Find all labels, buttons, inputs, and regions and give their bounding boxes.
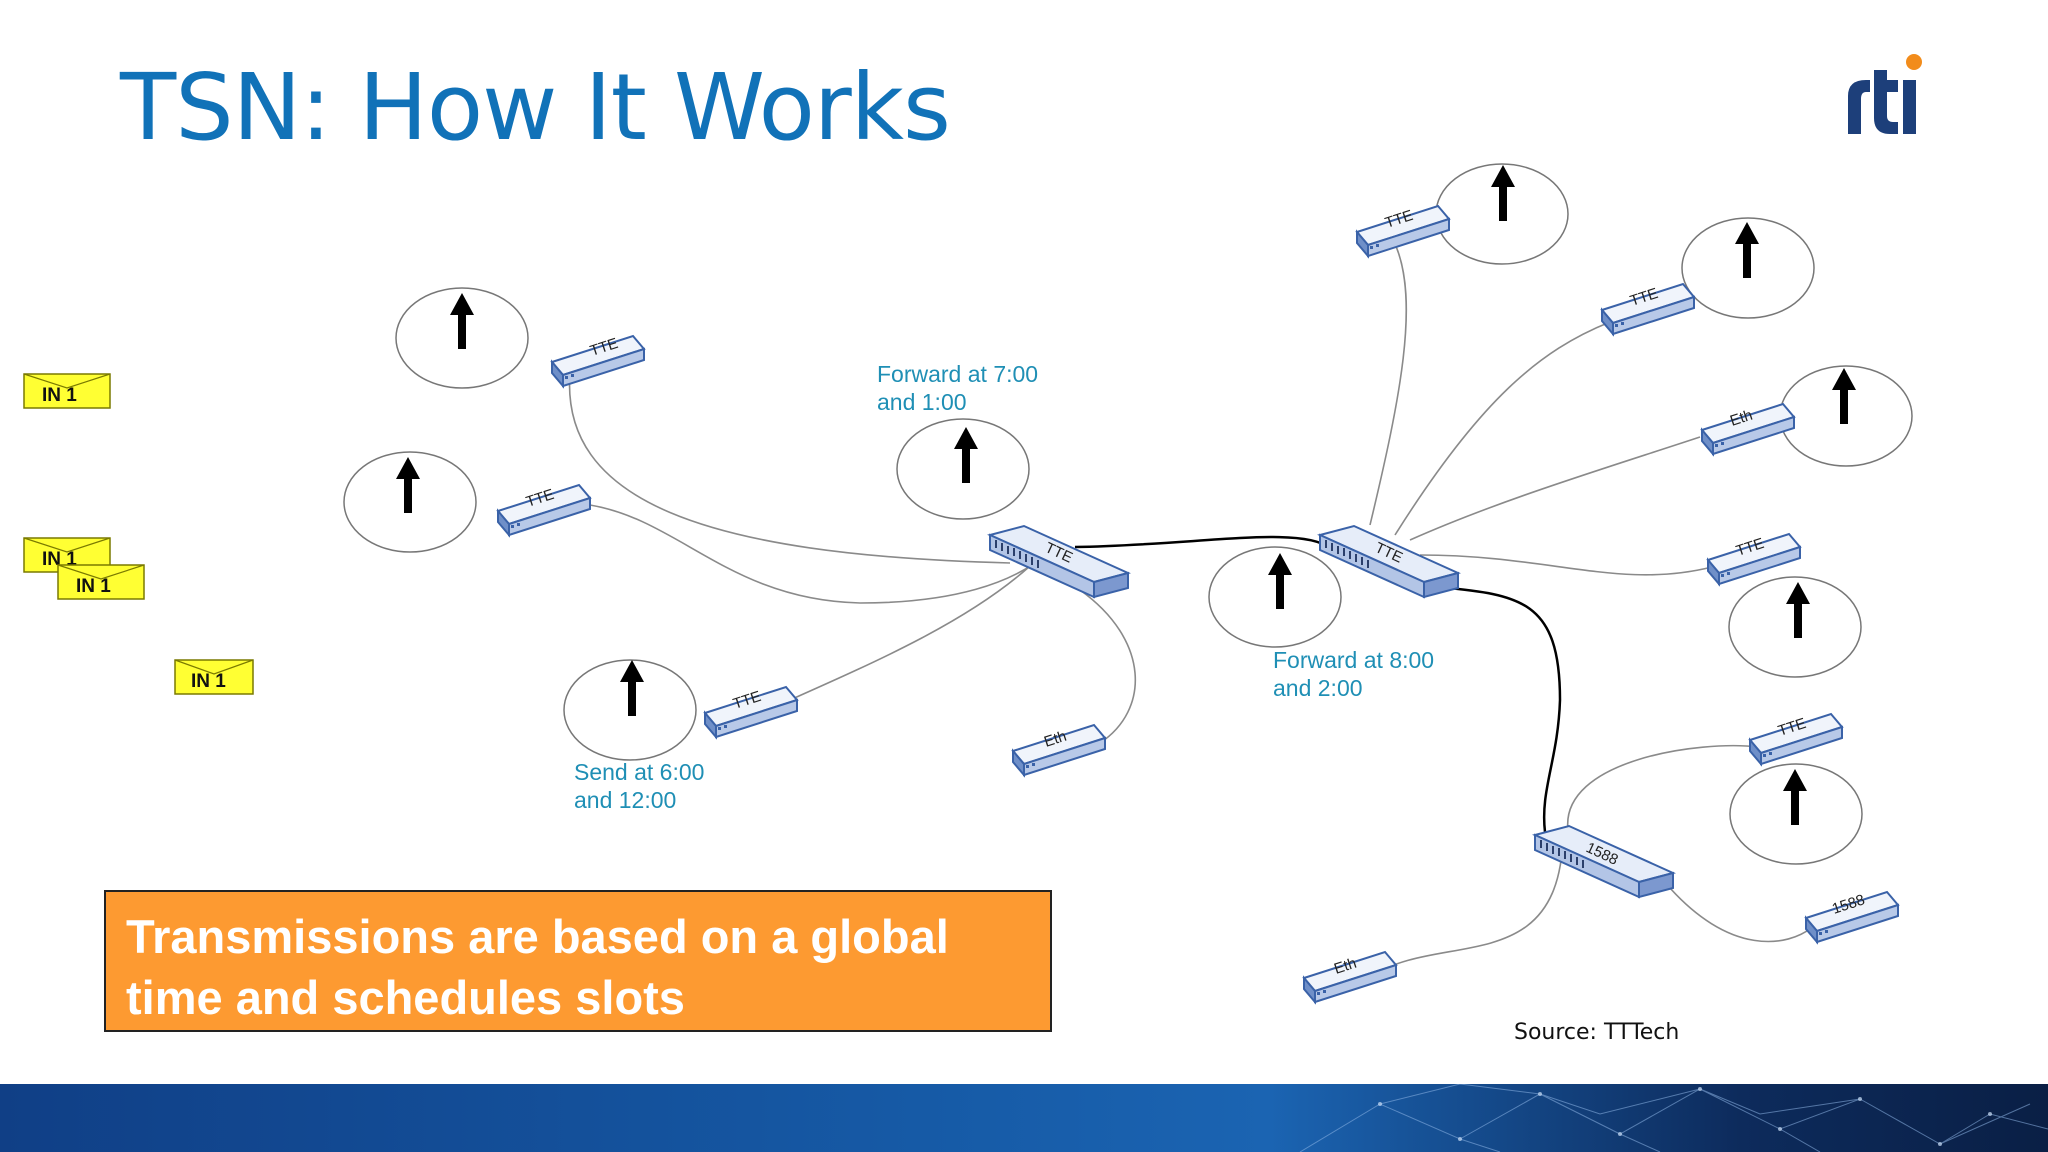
svg-text:Eth: Eth xyxy=(1728,407,1755,430)
end-device-icon: TTE xyxy=(497,484,591,536)
cable xyxy=(1369,834,1564,978)
receiver-node xyxy=(343,451,477,553)
svg-text:Eth: Eth xyxy=(1332,955,1359,978)
svg-text:IN 1: IN 1 xyxy=(42,385,77,406)
end-device-icon: TTE xyxy=(551,335,645,387)
cable xyxy=(1662,879,1812,943)
receiver-node xyxy=(1435,163,1569,265)
receiver-node xyxy=(1729,763,1863,865)
network-pattern xyxy=(1299,1084,2048,1152)
network-switch-icon: TTE xyxy=(1319,525,1459,598)
svg-text:IN 1: IN 1 xyxy=(76,576,111,597)
receiver-node xyxy=(1728,576,1862,678)
receiver-node xyxy=(896,418,1030,520)
cable xyxy=(1409,436,1701,541)
network-switch-icon: TTE xyxy=(989,525,1129,598)
footer-band xyxy=(0,1084,2048,1152)
forward-annotation-2b: and 2:00 xyxy=(1273,675,1363,701)
backbone-cable-group xyxy=(1074,535,1562,833)
forward-annotation-2: Forward at 8:00 xyxy=(1273,647,1434,673)
slide-title: TSN: How It Works xyxy=(120,54,951,161)
envelope-icon: IN 1 xyxy=(23,373,111,409)
callout-line: Transmissions are based on a global xyxy=(126,910,949,963)
svg-text:IN 1: IN 1 xyxy=(191,671,226,692)
cable xyxy=(1419,554,1713,576)
source-credit: Source: TTTech xyxy=(1514,1020,1680,1045)
end-device-icon: TTE xyxy=(1601,283,1695,335)
callout-box: Transmissions are based on a global time… xyxy=(104,890,1052,1032)
cable xyxy=(1567,744,1759,831)
cable xyxy=(589,504,1036,604)
end-device-icon: Eth xyxy=(1701,403,1795,455)
cable xyxy=(1394,321,1611,536)
receiver-node xyxy=(395,287,529,389)
end-device-icon: Eth xyxy=(1012,724,1106,776)
envelope-icon: IN 1 xyxy=(57,564,145,600)
svg-text:Eth: Eth xyxy=(1042,728,1069,751)
forward-annotation-1: Forward at 7:00 xyxy=(877,361,1038,387)
end-device-icon: TTE xyxy=(1707,533,1801,585)
callout-text: Transmissions are based on a global time… xyxy=(126,906,1030,1028)
end-device-icon: TTE xyxy=(1749,713,1843,765)
end-device-icon: TTE xyxy=(1356,205,1450,257)
receiver-node xyxy=(563,659,697,761)
cable xyxy=(789,565,1031,701)
cable-group xyxy=(568,243,1812,978)
envelope-icon: IN 1 xyxy=(174,659,254,695)
forward-annotation-1b: and 1:00 xyxy=(877,389,967,415)
cable xyxy=(568,371,1011,564)
end-device-icon: 1588 xyxy=(1805,891,1899,943)
rti-logo: rti xyxy=(1848,54,1922,134)
backbone-cable xyxy=(1074,535,1331,550)
backbone-cable xyxy=(1439,585,1562,833)
callout-line: time and schedules slots xyxy=(126,971,685,1024)
send-annotation-b: and 12:00 xyxy=(574,787,676,813)
receiver-node xyxy=(1208,546,1342,648)
send-annotation: Send at 6:00 xyxy=(574,759,704,785)
cable xyxy=(1079,589,1137,744)
cable xyxy=(1369,243,1408,526)
network-switch-icon: 1588 xyxy=(1534,825,1674,898)
receiver-node xyxy=(1779,365,1913,467)
end-device-icon: TTE xyxy=(704,686,798,738)
receiver-node xyxy=(1681,217,1815,319)
end-device-icon: Eth xyxy=(1303,951,1397,1003)
